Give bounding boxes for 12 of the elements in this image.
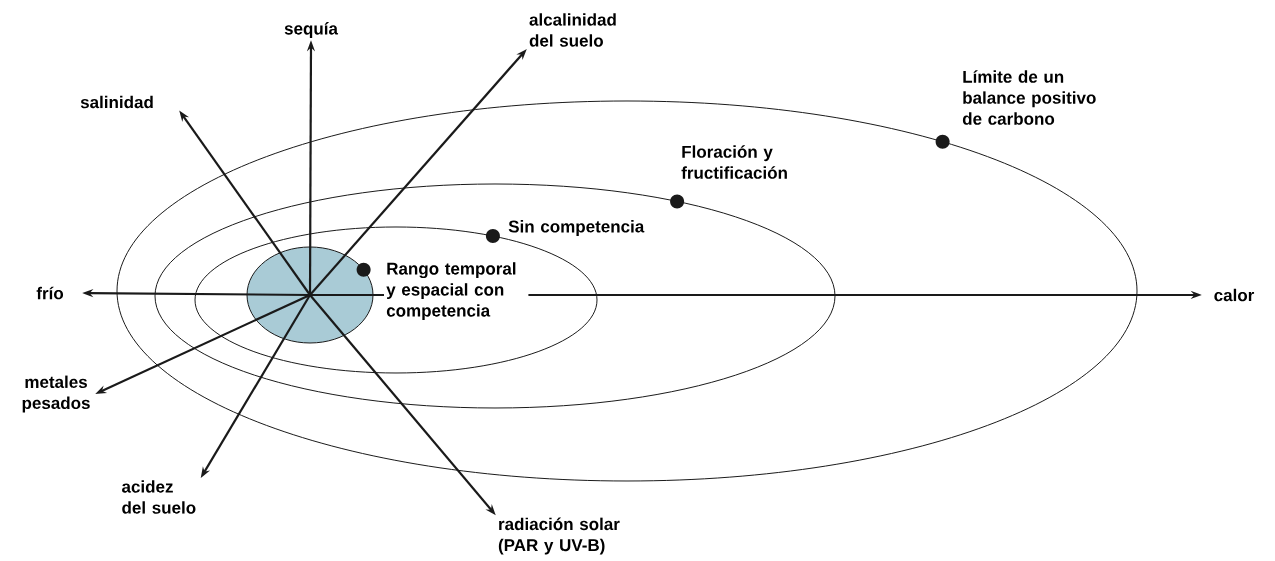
axis-label: sequía [284,22,339,38]
axis-label: alcalinidad del suelo [529,13,616,47]
axis-label: calor [1214,288,1255,302]
ellipse-label: Sin competencia [508,220,645,236]
axis-label: acidez del suelo [122,480,196,514]
ellipse-label: Floración y fructificación [681,145,787,179]
ellipse-label: Rango temporal y espacial con competencia [386,262,516,321]
ellipse-label: Límite de un balance positivo de carbono [962,70,1096,125]
axis-label: frío [36,286,64,300]
axis-label: salinidad [80,95,153,109]
axis-label: metales pesados [22,375,90,413]
axis-label: radiación solar (PAR y UV-B) [498,517,620,555]
